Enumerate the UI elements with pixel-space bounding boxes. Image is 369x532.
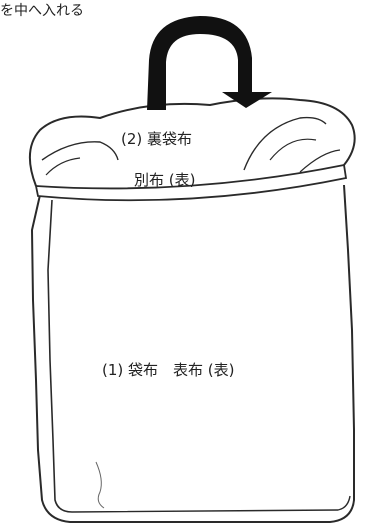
outer-fabric-label: (1) 袋布 表布 (表) — [102, 361, 235, 379]
bag-crease — [95, 461, 105, 509]
bag-left-edge — [47, 199, 73, 513]
bag-bottom-edge — [71, 495, 351, 513]
lining-crease-right-2 — [269, 138, 317, 161]
lining-puff — [29, 97, 356, 187]
bag-outer-body — [31, 184, 355, 523]
lining-crease-right — [243, 116, 327, 171]
lining-crease-left-2 — [45, 157, 81, 176]
instruction-caption: を中へ入れる — [0, 3, 84, 19]
lining-crease-left — [41, 141, 119, 161]
separate-fabric-label: 別布 (表) — [134, 171, 196, 189]
curved-arrow-icon — [147, 16, 272, 110]
lining-label: (2) 裏袋布 — [121, 130, 193, 148]
lining-crease-right-3 — [299, 149, 341, 173]
separate-fabric-band — [34, 163, 348, 202]
